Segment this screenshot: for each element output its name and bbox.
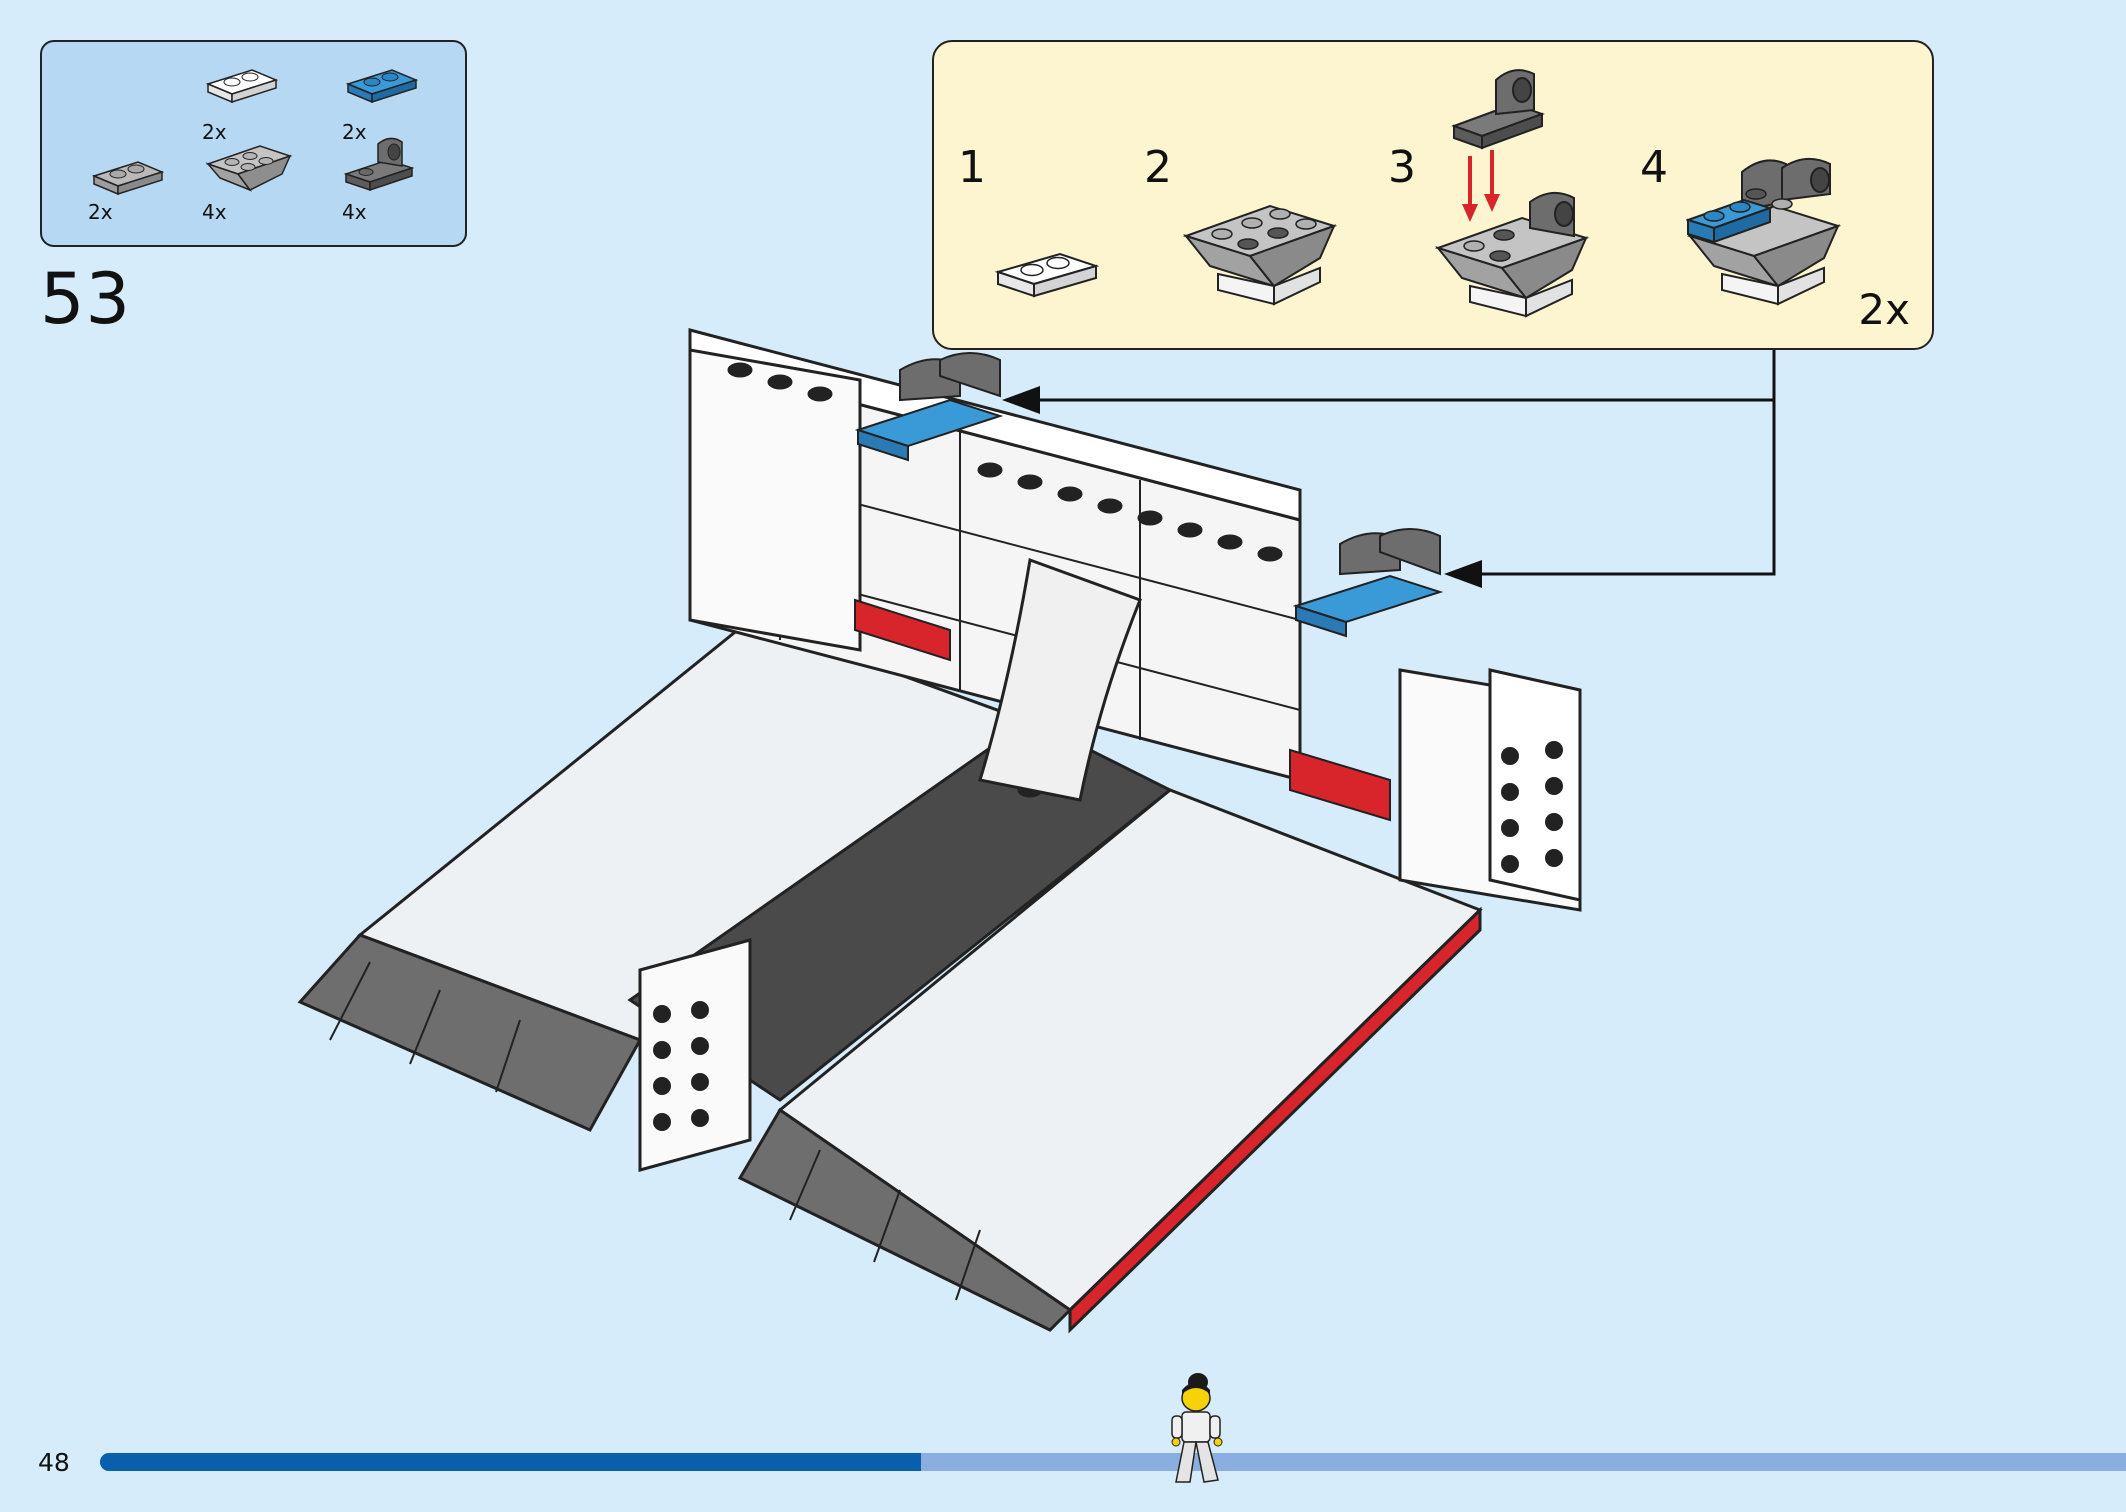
progress-bar xyxy=(100,1453,2126,1471)
sub-step-number: 2 xyxy=(1144,142,1172,193)
assembly-multiplier: 2x xyxy=(1858,285,1910,334)
sub-step-1-brick-icon xyxy=(994,252,1100,298)
part-qty: 2x xyxy=(202,120,227,144)
part-qty: 4x xyxy=(342,200,367,224)
part-qty: 2x xyxy=(88,200,113,224)
part-inverted-slope-icon: 4x xyxy=(202,134,298,224)
sub-step-number: 1 xyxy=(958,142,986,193)
part-gray-plate-icon: 2x xyxy=(88,154,168,224)
sub-step-4-assembly-icon xyxy=(1686,157,1842,306)
page-number: 48 xyxy=(38,1448,70,1477)
progress-bar-fill xyxy=(100,1453,921,1471)
minifigure-progress-marker xyxy=(1171,1373,1223,1483)
sub-step-number: 4 xyxy=(1640,142,1668,193)
sub-step-3-assembly-icon xyxy=(1434,69,1590,318)
parts-list-box: 2x 2x 2x 4x xyxy=(40,40,467,247)
part-bracket-pin-icon: 4x xyxy=(342,134,422,224)
part-white-plate-icon: 2x xyxy=(202,62,282,144)
part-qty: 2x xyxy=(342,120,367,144)
sub-step-number: 3 xyxy=(1388,142,1416,193)
sub-step-2-brick-icon xyxy=(1182,204,1338,306)
part-blue-plate-icon: 2x xyxy=(342,62,422,144)
sub-assembly-box: 1 2 3 xyxy=(932,40,1934,350)
step-number: 53 xyxy=(40,258,132,340)
part-qty: 4x xyxy=(202,200,227,224)
